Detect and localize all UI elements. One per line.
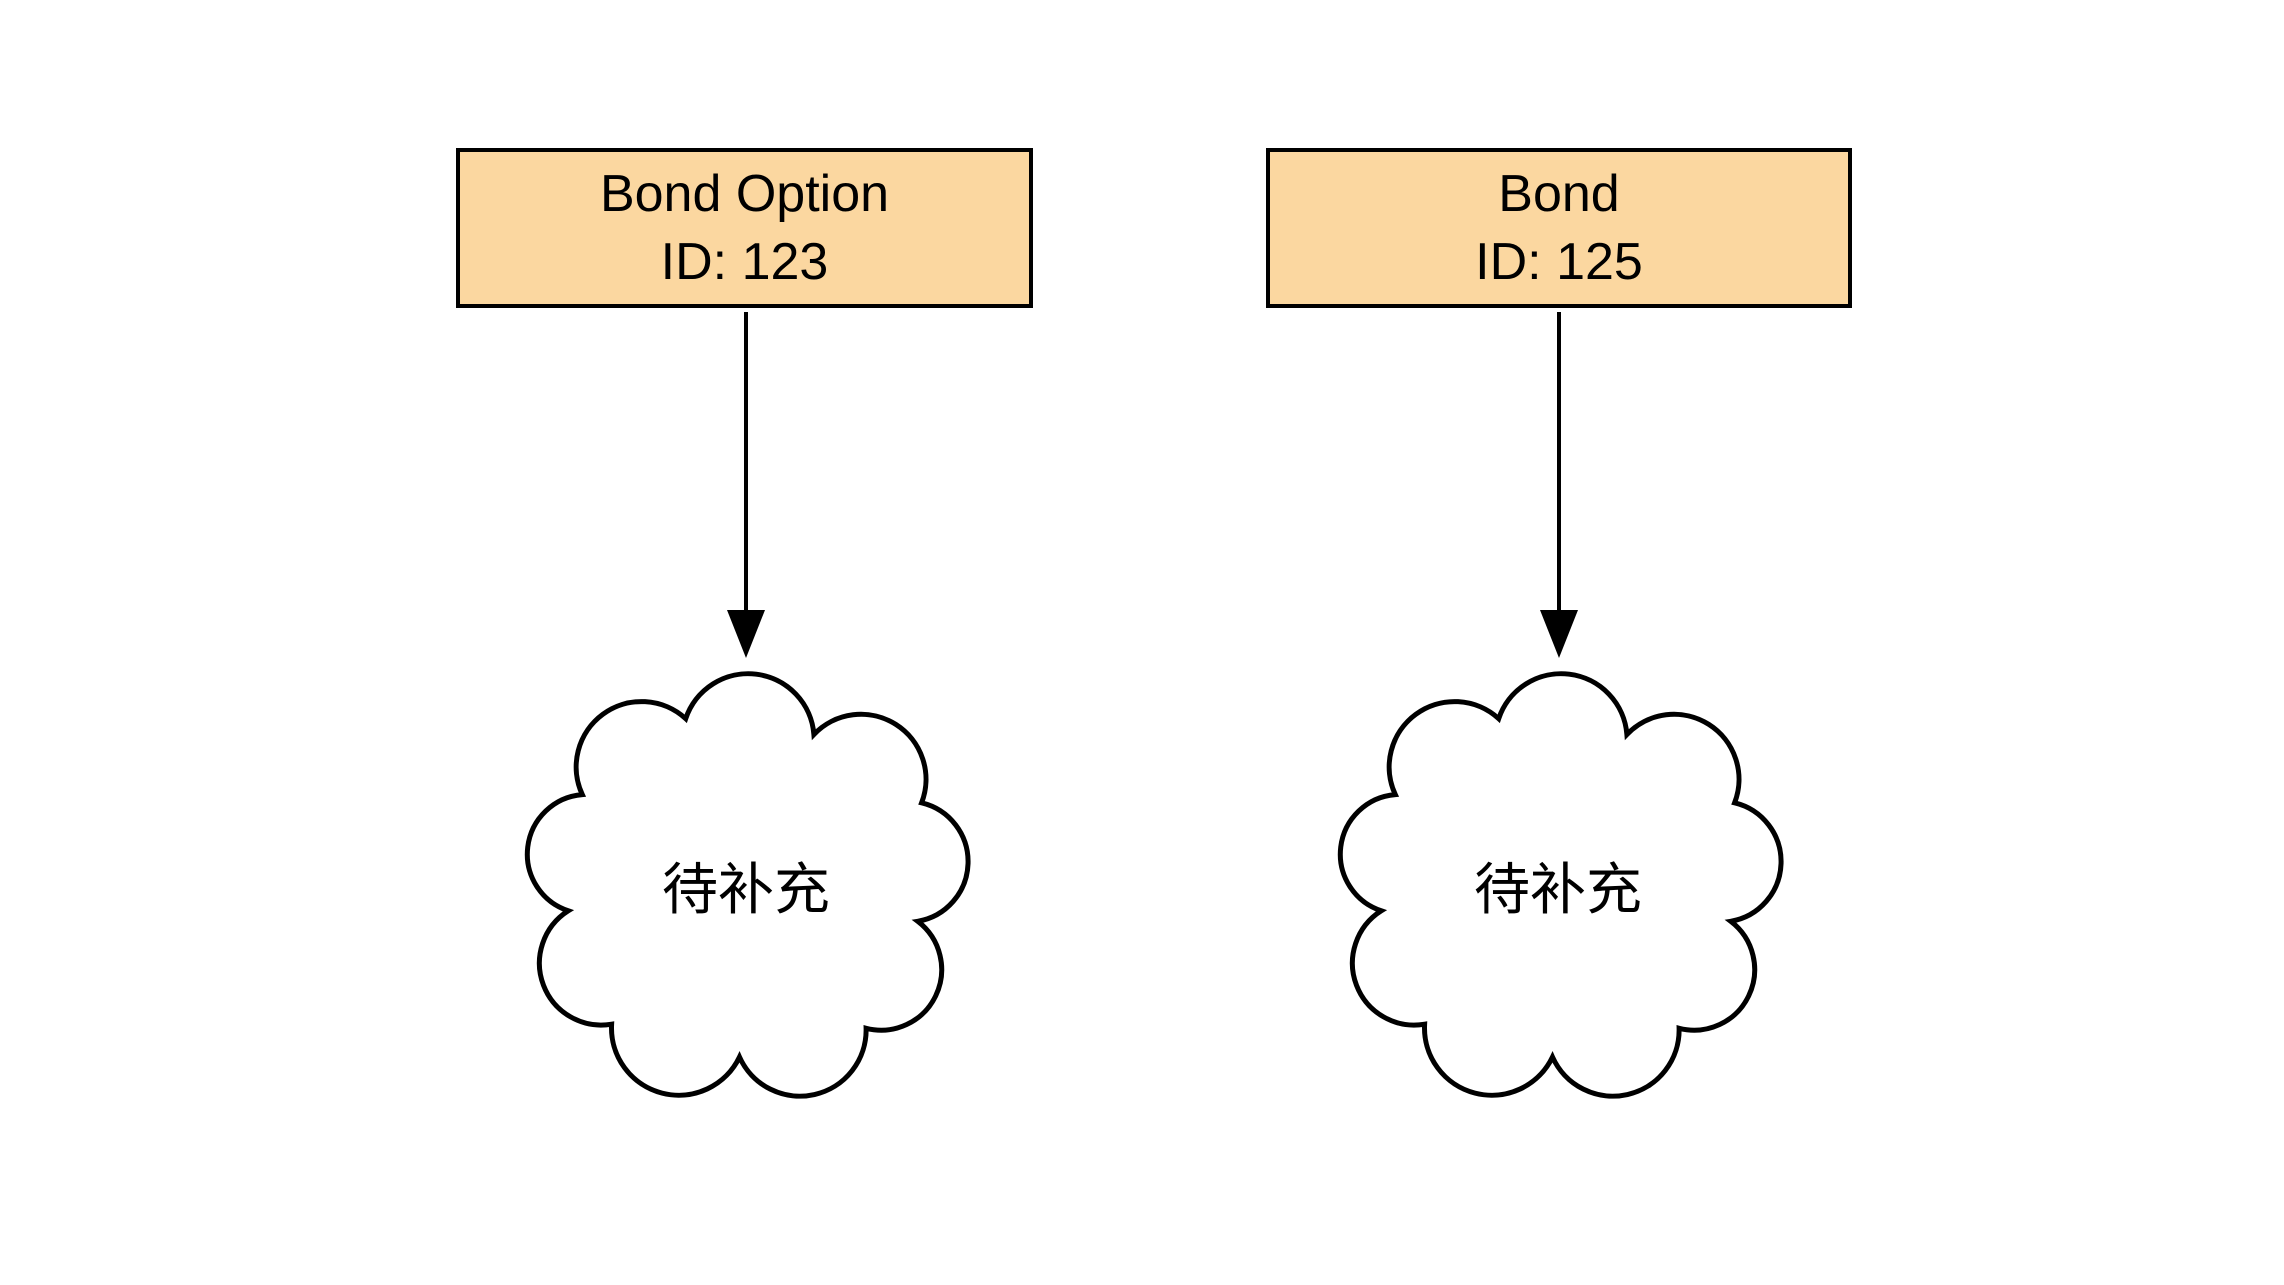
- arrowhead-down-icon: [1540, 610, 1578, 658]
- arrowhead-down-icon: [727, 610, 765, 658]
- cloud-label-left: 待补充: [662, 858, 830, 921]
- node-bond-option: Bond Option ID: 123: [456, 148, 1033, 308]
- node-title: Bond Option: [599, 165, 890, 223]
- node-bond: Bond ID: 125: [1266, 148, 1852, 308]
- cloud-label-right: 待补充: [1474, 858, 1642, 921]
- cloud-shape-left: [524, 671, 971, 1099]
- node-title: Bond: [1498, 165, 1620, 223]
- node-id-label: ID: 123: [660, 233, 829, 291]
- node-id-label: ID: 125: [1475, 233, 1643, 291]
- cloud-shape-right: [1337, 671, 1784, 1099]
